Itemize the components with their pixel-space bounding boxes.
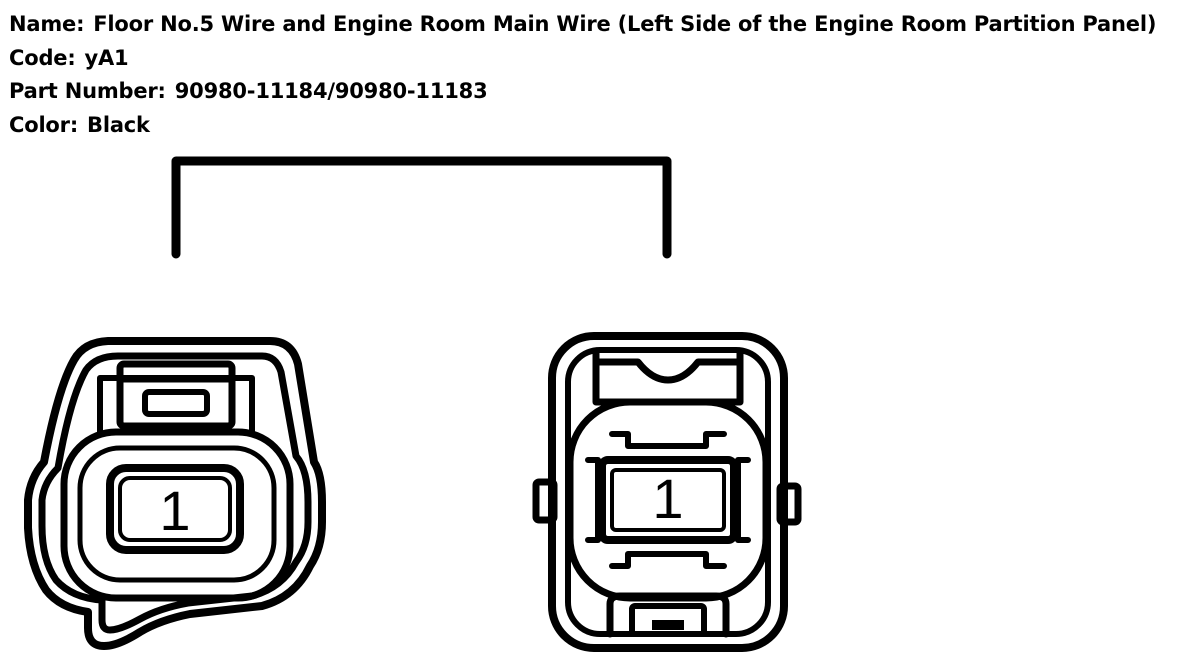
part-number-row: Part Number: 90980-11184/90980-11183 — [9, 75, 1156, 109]
name-value: Floor No.5 Wire and Engine Room Main Wir… — [93, 12, 1157, 36]
color-row: Color: Black — [9, 109, 1156, 143]
code-label: Code: — [9, 45, 76, 70]
part-number-label: Part Number: — [9, 79, 166, 103]
right-connector-latch-cap — [592, 348, 744, 406]
left-connector-cavity-inner — [118, 476, 232, 542]
code-value: yA1 — [84, 45, 129, 70]
left-connector-housing-inner — [77, 445, 277, 583]
left-connector-latch-slot — [142, 389, 210, 417]
connector-info: Name: Floor No.5 Wire and Engine Room Mai… — [9, 8, 1156, 142]
right-connector-outer-shell — [548, 332, 788, 652]
left-connector-inner-shell — [38, 352, 312, 634]
right-connector-pin-label: 1 — [652, 467, 683, 530]
code-row: Code: yA1 — [9, 42, 1156, 76]
right-connector-keyway — [585, 431, 751, 569]
color-value: Black — [87, 112, 150, 137]
name-label: Name: — [9, 12, 85, 36]
right-connector-bottom-lock — [606, 592, 730, 638]
mating-bracket — [171, 156, 672, 259]
left-connector: 1 — [24, 337, 326, 650]
part-number-value: 90980-11184/90980-11183 — [174, 79, 488, 103]
color-label: Color: — [9, 112, 79, 137]
right-connector-bottom-slot — [629, 603, 707, 637]
left-connector-housing — [60, 428, 294, 602]
right-connector-cavity-inner — [610, 468, 726, 532]
name-row: Name: Floor No.5 Wire and Engine Room Mai… — [9, 8, 1156, 42]
left-connector-outer-shell — [24, 337, 326, 650]
left-connector-latch-tab — [116, 360, 236, 430]
left-connector-cavity — [106, 464, 244, 554]
right-connector-cavity — [598, 456, 738, 544]
left-connector-pin-label: 1 — [159, 479, 190, 542]
right-connector-bottom-slot-bar — [652, 620, 684, 630]
right-connector: 1 — [532, 332, 802, 652]
